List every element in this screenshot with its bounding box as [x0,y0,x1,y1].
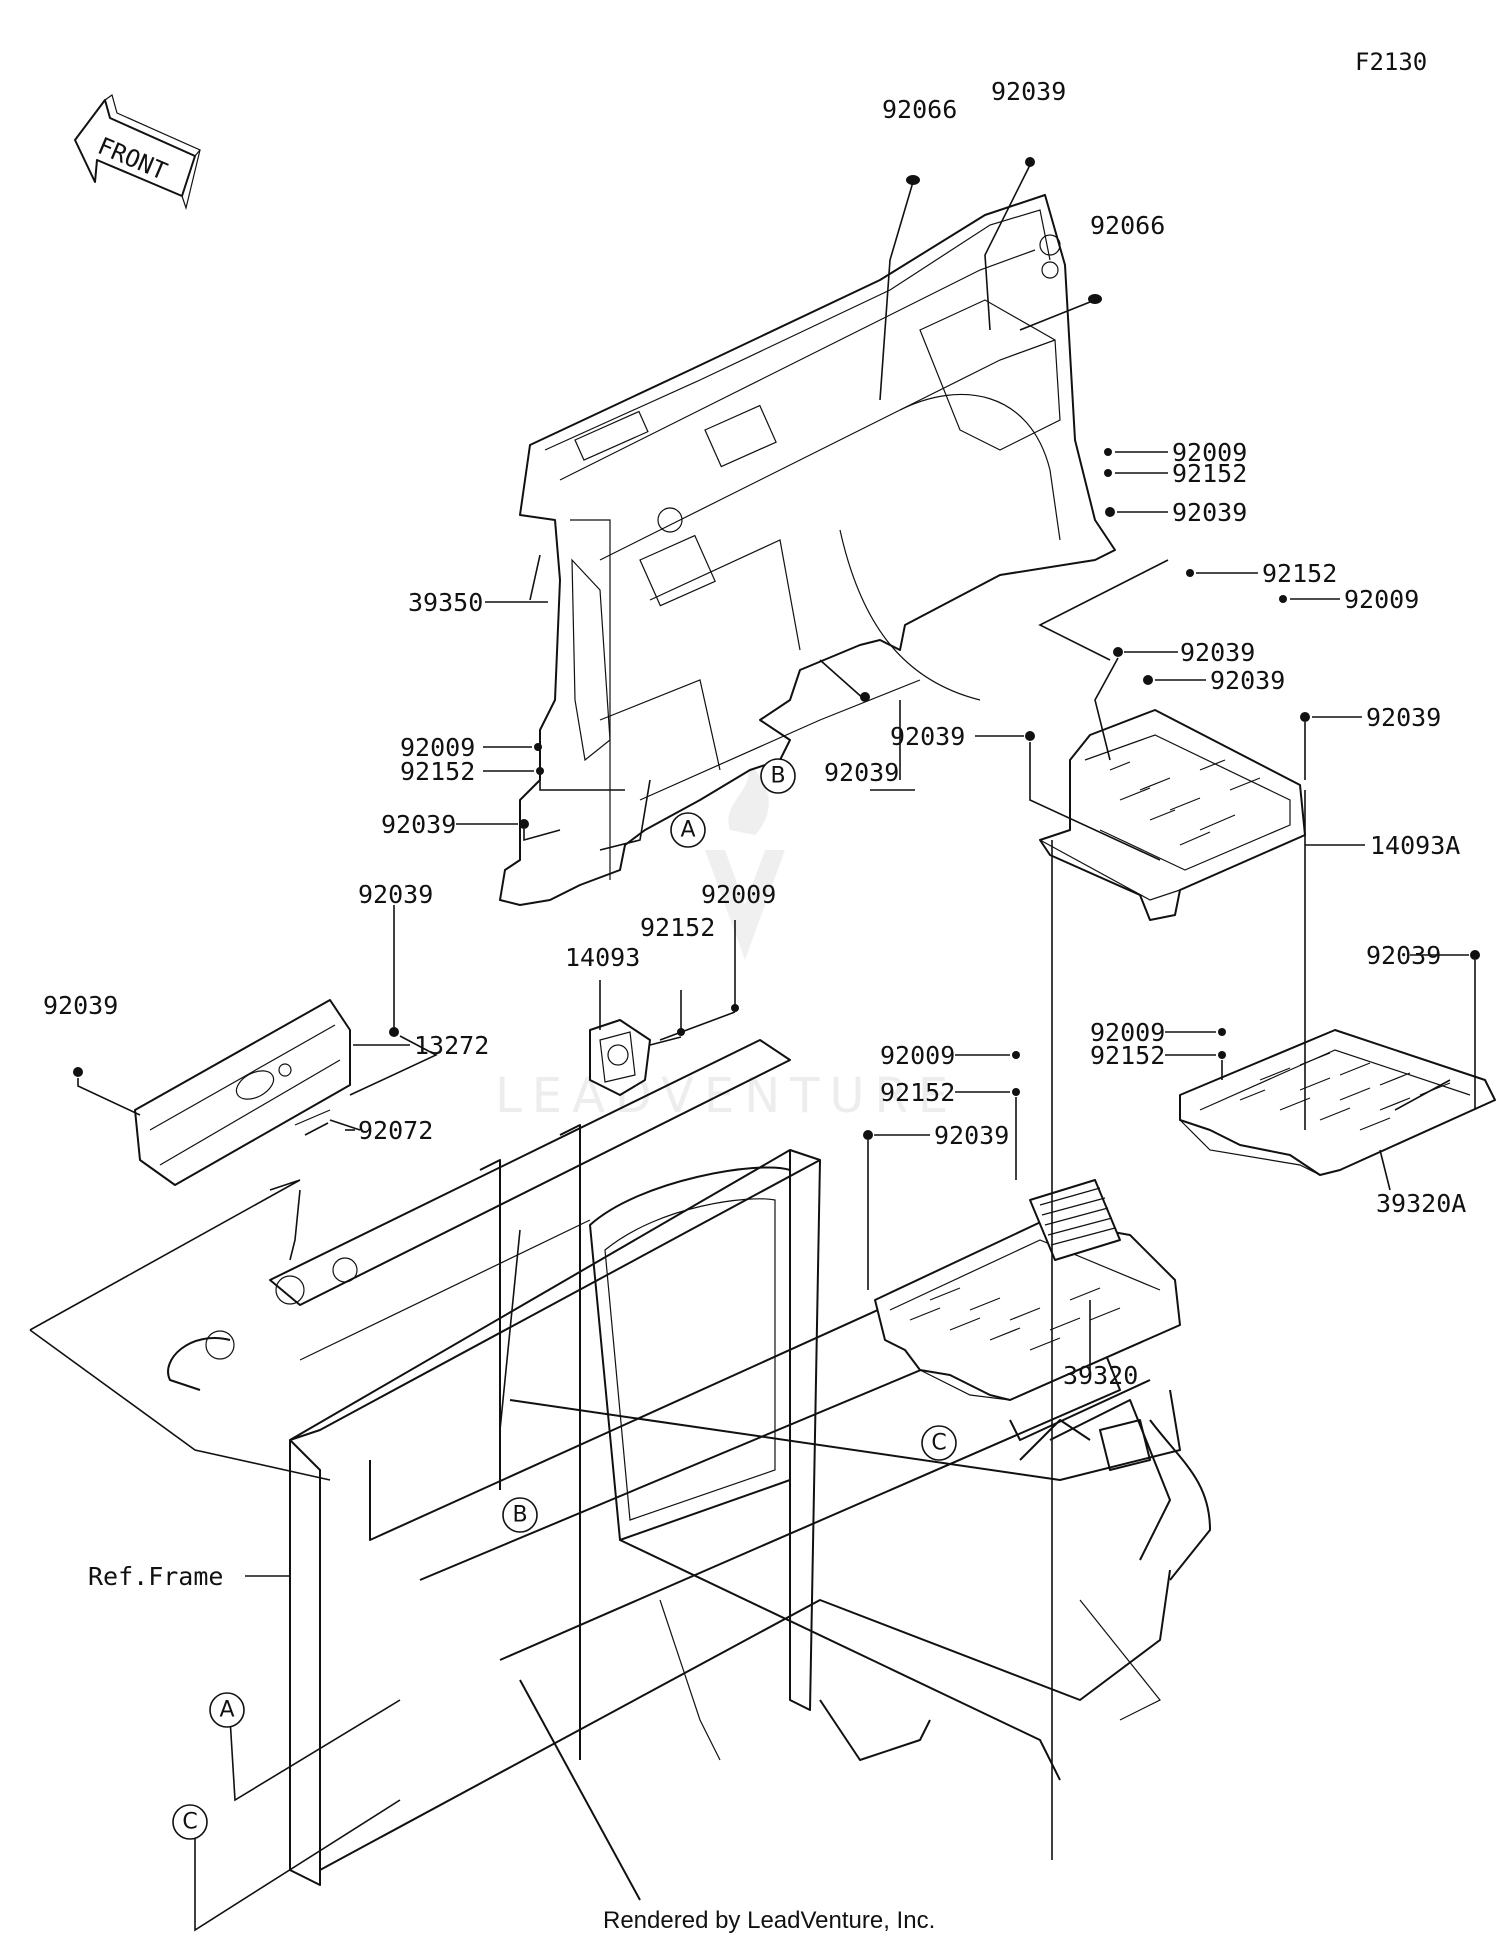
callout-c-upper: C [921,1425,957,1461]
part-label-92009-e: 92009 [1090,1018,1165,1047]
part-label-92009-f: 92009 [880,1041,955,1070]
part-label-92152-d: 92152 [640,913,715,942]
bracket-14093 [589,1019,651,1096]
part-label-92009-b: 92009 [1344,585,1419,614]
bolt-92039-j [73,1067,83,1077]
part-label-92039-d: 92039 [1180,638,1255,667]
bolt-92039-e [1113,647,1123,657]
watermark-logo: LEADVENTURE [495,760,958,1124]
part-label-92152-a: 92152 [1172,459,1247,488]
washer-92152-e [1218,1051,1226,1059]
part-label-39320A: 39320A [1376,1189,1466,1218]
part-label-92039-c: 92039 [824,758,899,787]
part-labels: 92066 92039 92066 92009 92152 92039 9215… [43,77,1466,1591]
washer-92152-a [1104,469,1112,477]
floor-panel-39320A [1179,1029,1496,1176]
footer-credit: Rendered by LeadVenture, Inc. [603,1907,935,1934]
leader-lines [29,164,1476,1932]
part-label-92009-a: 92009 [1172,438,1247,467]
watermark-text: LEADVENTURE [495,1068,958,1124]
callout-a-upper-label: A [680,818,695,843]
part-label-92039-f: 92039 [890,722,965,751]
bolt-92009-f [1012,1051,1020,1059]
floor-panel-14093A [1039,709,1306,921]
part-label-92152-c: 92152 [400,757,475,786]
part-label-92039-j: 92039 [1366,941,1441,970]
bolt-92009-a [1104,448,1112,456]
vehicle-frame [167,1039,1211,1901]
callout-b-lower-label: B [512,1503,527,1528]
bolt-92039-c [519,819,529,829]
part-label-92072: 92072 [358,1116,433,1145]
part-label-92152-f: 92152 [880,1078,955,1107]
skid-plate-13272 [134,999,351,1186]
bolt-92039-f [1143,675,1153,685]
bolt-92009-e [1218,1028,1226,1036]
bolt-92039-k [1470,950,1480,960]
callout-c-lower-label: C [182,1810,197,1835]
part-label-14093: 14093 [565,943,640,972]
callout-b-upper-label: B [770,764,785,789]
part-label-92039-b: 92039 [1172,498,1247,527]
bolt-92039-a [1025,157,1035,167]
bolt-92009-c [534,743,542,751]
part-label-39350: 39350 [408,588,483,617]
washer-92152-f [1012,1088,1020,1096]
part-label-92039-h: 92039 [381,810,456,839]
washer-92152-c [536,767,544,775]
part-label-ref-frame: Ref.Frame [88,1562,223,1591]
bolt-92009-b [1279,595,1287,603]
front-arrow-icon: FRONT [74,94,201,211]
part-label-92039-e: 92039 [1210,666,1285,695]
bolt-92039-b [1105,507,1115,517]
part-label-92039-g: 92039 [1366,703,1441,732]
bolt-92039-h [1300,712,1310,722]
callout-a-lower-label: A [219,1698,234,1723]
callout-a-upper: A [670,812,706,848]
callout-b-lower: B [502,1497,538,1533]
part-label-92039-k: 92039 [43,991,118,1020]
rear-panel-39350 [499,194,1116,906]
callout-b-upper: B [760,758,796,794]
part-label-92066-b: 92066 [1090,211,1165,240]
grommet-92066-a [906,175,920,185]
callout-c-lower: C [172,1804,208,1840]
bolt-92039-d [860,692,870,702]
part-label-92152-e: 92152 [1090,1041,1165,1070]
part-label-13272: 13272 [414,1031,489,1060]
callout-c-upper-label: C [931,1431,946,1456]
part-label-92009-d: 92009 [701,880,776,909]
part-label-92039-l: 92039 [934,1121,1009,1150]
callout-a-lower: A [209,1692,245,1728]
part-label-92152-b: 92152 [1262,559,1337,588]
part-label-92039-i: 92039 [358,880,433,909]
bolt-92039-g [1025,731,1035,741]
bolt-92039-l [863,1130,873,1140]
washer-92152-b [1186,569,1194,577]
part-label-92009-c: 92009 [400,733,475,762]
page-code: F2130 [1355,48,1427,76]
part-label-39320: 39320 [1063,1361,1138,1390]
part-label-92039-a: 92039 [991,77,1066,106]
part-label-92066-a: 92066 [882,95,957,124]
part-label-14093A: 14093A [1370,831,1460,860]
